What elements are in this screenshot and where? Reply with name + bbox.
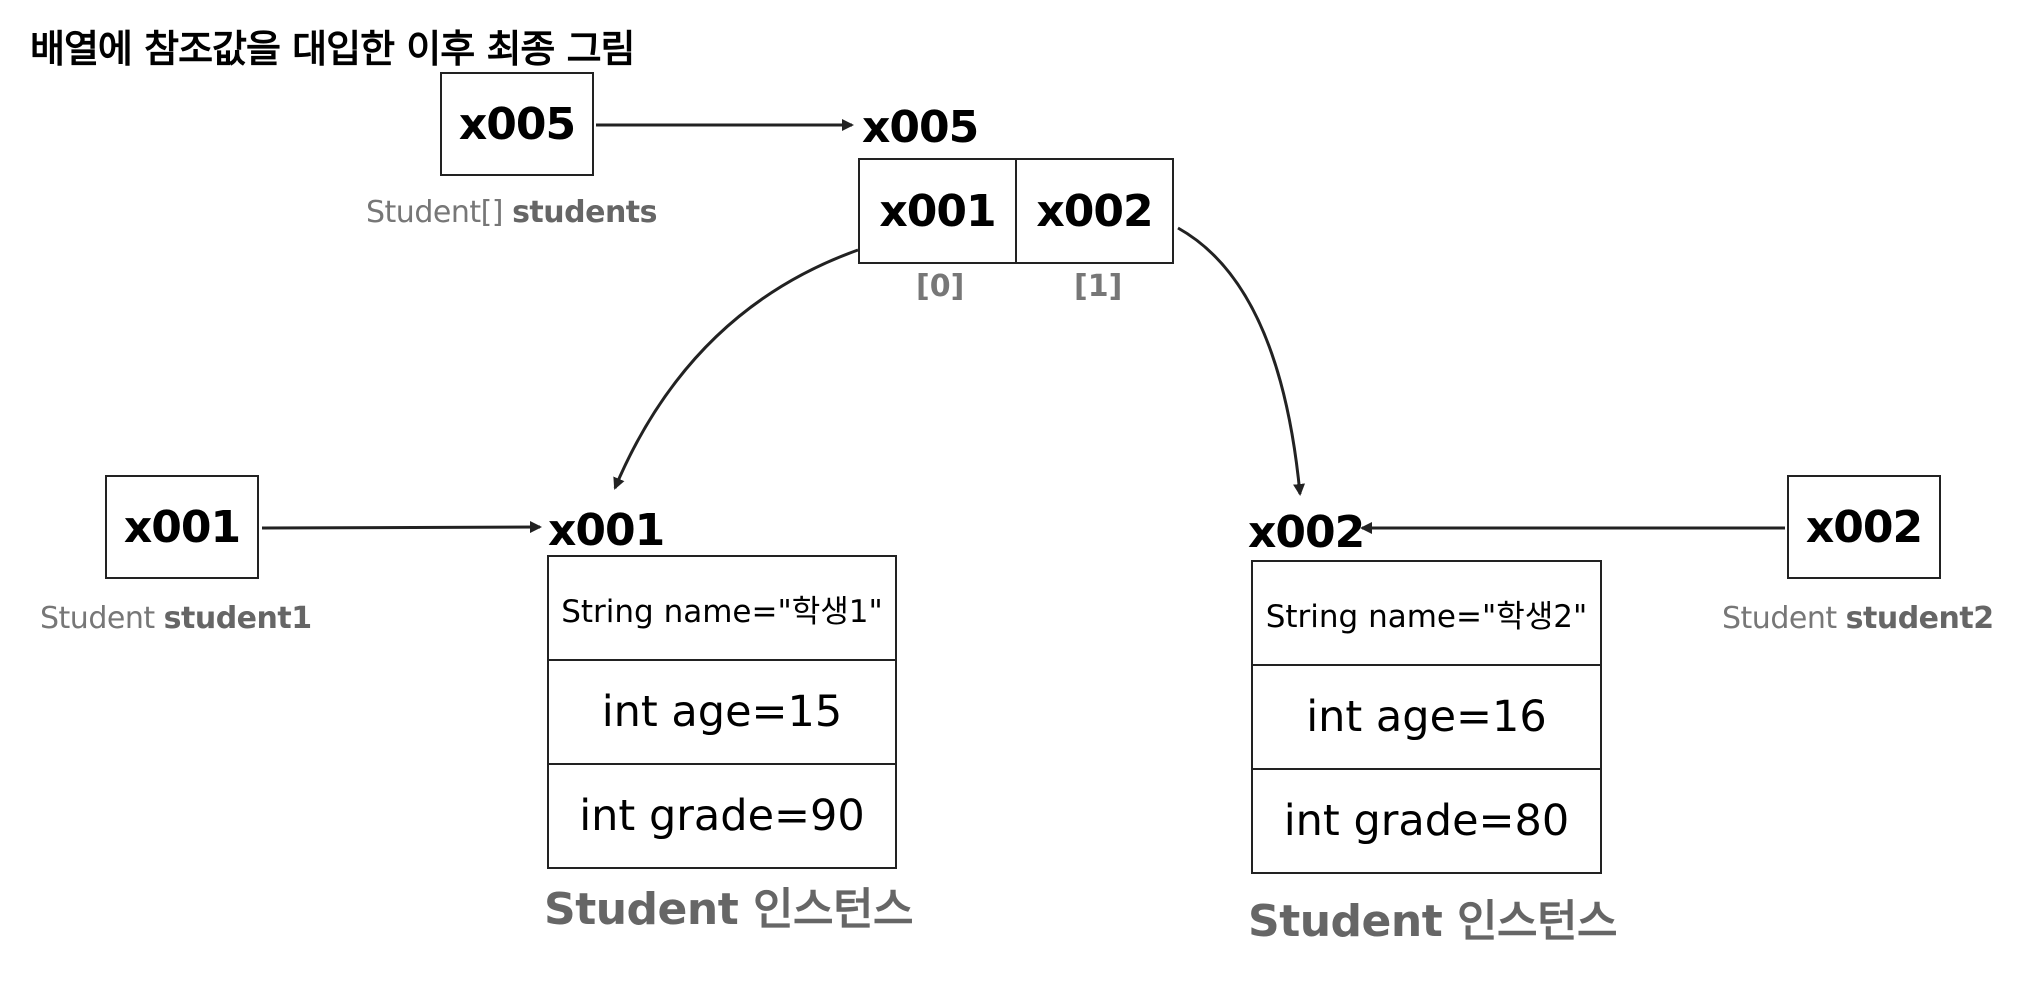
instance1-field-grade: int grade=90 bbox=[549, 763, 895, 867]
instance2-address: x002 bbox=[1248, 507, 1365, 558]
students-var-label: Student[] students bbox=[366, 198, 657, 228]
instance1-caption: Student 인스턴스 bbox=[544, 884, 913, 935]
arrow-cell1-to-instance2 bbox=[1177, 226, 1306, 496]
student1-var-label: Student student1 bbox=[40, 604, 312, 634]
array-index-0: [0] bbox=[916, 269, 965, 304]
instance2-field-age: int age=16 bbox=[1253, 664, 1600, 768]
instance1-address: x001 bbox=[548, 505, 665, 556]
array-address: x005 bbox=[862, 102, 979, 153]
student2-var-name: student2 bbox=[1845, 601, 1994, 636]
students-var-name: students bbox=[512, 195, 657, 230]
instance2-field-name: String name="학생2" bbox=[1265, 598, 1588, 635]
student2-type-label: Student bbox=[1722, 601, 1837, 636]
array-cell-1: x002 bbox=[1015, 160, 1172, 262]
student-instance-2: String name="학생2" int age=16 int grade=8… bbox=[1251, 560, 1602, 874]
student2-ref-value: x002 bbox=[1805, 501, 1923, 553]
students-ref-box: x005 bbox=[440, 72, 594, 176]
instance2-caption: Student 인스턴스 bbox=[1248, 896, 1617, 947]
array-cell-0-value: x001 bbox=[879, 185, 996, 237]
instance1-field-age: int age=15 bbox=[549, 659, 895, 763]
student1-var-name: student1 bbox=[163, 601, 312, 636]
diagram-title: 배열에 참조값을 대입한 이후 최종 그림 bbox=[30, 27, 636, 71]
student1-type-label: Student bbox=[40, 601, 155, 636]
arrow-cell0-to-instance1 bbox=[613, 248, 859, 490]
array-index-1: [1] bbox=[1074, 269, 1123, 304]
instance1-field-name: String name="학생1" bbox=[561, 593, 883, 630]
student2-ref-box: x002 bbox=[1787, 475, 1941, 579]
student1-ref-box: x001 bbox=[105, 475, 259, 579]
student-instance-1: String name="학생1" int age=15 int grade=9… bbox=[547, 555, 897, 869]
student1-ref-value: x001 bbox=[123, 501, 241, 553]
students-array: x001 x002 bbox=[858, 158, 1174, 264]
students-type-label: Student[] bbox=[366, 195, 504, 230]
instance2-field-grade: int grade=80 bbox=[1253, 768, 1600, 872]
arrow-student1-to-instance1 bbox=[261, 521, 542, 534]
students-ref-value: x005 bbox=[458, 98, 576, 150]
student2-var-label: Student student2 bbox=[1722, 604, 1994, 634]
array-cell-0: x001 bbox=[860, 160, 1015, 262]
array-cell-1-value: x002 bbox=[1036, 185, 1153, 237]
